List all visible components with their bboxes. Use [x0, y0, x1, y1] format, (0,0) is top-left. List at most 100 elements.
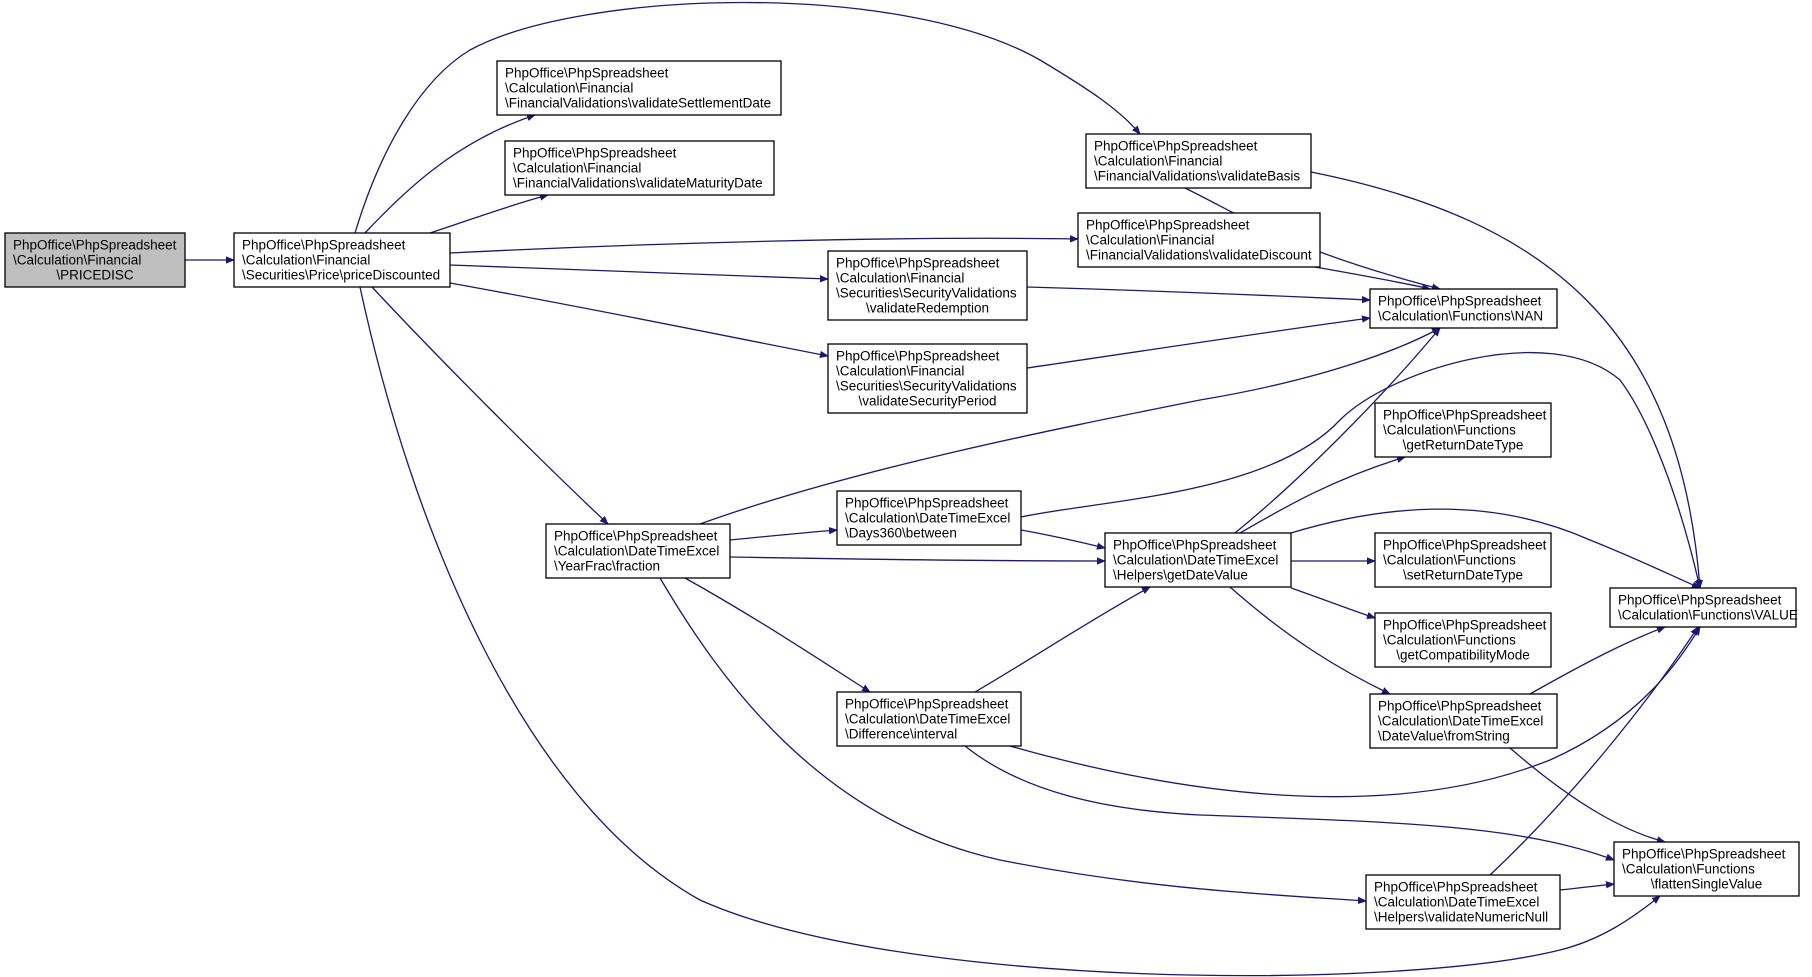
edge-interval-to-value — [1009, 627, 1700, 798]
node-box[interactable] — [836, 490, 1022, 546]
node-label-line: \Difference\interval — [845, 727, 957, 742]
node-priceDiscounted[interactable]: PhpOffice\PhpSpreadsheet\Calculation\Fin… — [233, 232, 451, 288]
node-box[interactable] — [1085, 133, 1312, 189]
node-label-line: \Calculation\DateTimeExcel — [554, 544, 719, 559]
node-label-line: PhpOffice\PhpSpreadsheet — [1086, 218, 1250, 233]
edge-yearFrac-to-validateNumericNull — [659, 577, 1366, 901]
node-box[interactable] — [1374, 402, 1552, 458]
node-validateBasis[interactable]: PhpOffice\PhpSpreadsheet\Calculation\Fin… — [1085, 133, 1312, 189]
node-box[interactable] — [1369, 288, 1558, 329]
node-label-line: \Helpers\getDateValue — [1113, 568, 1248, 583]
node-label-line: PhpOffice\PhpSpreadsheet — [1378, 699, 1542, 714]
node-yearFrac[interactable]: PhpOffice\PhpSpreadsheet\Calculation\Dat… — [545, 523, 731, 579]
edge-validateRedemption-to-nan — [1026, 286, 1370, 300]
node-box[interactable] — [836, 691, 1022, 747]
node-label-line: \Calculation\Functions — [1383, 553, 1516, 568]
node-validateNumericNull[interactable]: PhpOffice\PhpSpreadsheet\Calculation\Dat… — [1365, 874, 1561, 930]
node-label-line: \Calculation\DateTimeExcel — [845, 511, 1010, 526]
node-label-line: \Calculation\Financial — [836, 271, 964, 286]
node-label-line: \Securities\Price\priceDiscounted — [242, 268, 440, 283]
node-label-line: PhpOffice\PhpSpreadsheet — [513, 146, 677, 161]
node-label-line: \FinancialValidations\validateBasis — [1094, 169, 1300, 184]
node-box[interactable] — [1077, 212, 1321, 268]
node-label-line: \Calculation\Functions — [1622, 862, 1755, 877]
node-box[interactable] — [827, 250, 1028, 321]
edge-validateDiscount-to-nan — [1314, 266, 1430, 289]
nodes: PhpOffice\PhpSpreadsheet\Calculation\Fin… — [4, 60, 1800, 930]
edge-getDateValue-to-value — [1290, 508, 1700, 589]
node-setReturnDateType[interactable]: PhpOffice\PhpSpreadsheet\Calculation\Fun… — [1374, 532, 1552, 588]
node-box[interactable] — [1609, 587, 1797, 628]
node-label-line: PhpOffice\PhpSpreadsheet — [1378, 294, 1542, 309]
node-getDateValue[interactable]: PhpOffice\PhpSpreadsheet\Calculation\Dat… — [1104, 532, 1292, 588]
node-box[interactable] — [1369, 693, 1558, 749]
node-validateMaturityDate[interactable]: PhpOffice\PhpSpreadsheet\Calculation\Fin… — [504, 140, 775, 196]
node-label-line: \Calculation\Functions — [1383, 633, 1516, 648]
node-box[interactable] — [1374, 532, 1552, 588]
node-box[interactable] — [1104, 532, 1292, 588]
edge-getDateValue-to-fromString — [1229, 586, 1390, 695]
node-label-line: \FinancialValidations\validateSettlement… — [505, 96, 771, 111]
node-label-line: PhpOffice\PhpSpreadsheet — [1618, 593, 1782, 608]
node-getCompatibilityMode[interactable]: PhpOffice\PhpSpreadsheet\Calculation\Fun… — [1374, 612, 1552, 668]
node-box[interactable] — [496, 60, 782, 116]
node-label-line: \Calculation\DateTimeExcel — [1374, 895, 1539, 910]
node-label-line: \flattenSingleValue — [1651, 877, 1763, 892]
edges — [185, 1, 1700, 977]
node-box[interactable] — [545, 523, 731, 579]
edge-priceDiscounted-to-validateDiscount — [449, 238, 1078, 254]
edge-getDateValue-to-getReturnDateType — [1239, 457, 1405, 534]
node-box[interactable] — [1613, 841, 1800, 897]
node-label-line: \Helpers\validateNumericNull — [1374, 910, 1548, 925]
node-interval[interactable]: PhpOffice\PhpSpreadsheet\Calculation\Dat… — [836, 691, 1022, 747]
edge-priceDiscounted-to-validateRedemption — [449, 264, 828, 279]
node-pricedisc[interactable]: PhpOffice\PhpSpreadsheet\Calculation\Fin… — [4, 232, 186, 288]
node-box[interactable] — [504, 140, 775, 196]
node-label-line: \Calculation\Financial — [13, 253, 141, 268]
node-label-line: PhpOffice\PhpSpreadsheet — [1374, 880, 1538, 895]
node-label-line: \Calculation\Financial — [1094, 154, 1222, 169]
node-label-line: PhpOffice\PhpSpreadsheet — [836, 349, 1000, 364]
node-label-line: \Calculation\Functions\NAN — [1378, 309, 1543, 324]
node-label-line: \validateSecurityPeriod — [858, 394, 996, 409]
node-box[interactable] — [4, 232, 186, 288]
edge-interval-to-getDateValue — [974, 586, 1150, 693]
node-label-line: \Calculation\Functions — [1383, 423, 1516, 438]
node-days360between[interactable]: PhpOffice\PhpSpreadsheet\Calculation\Dat… — [836, 490, 1022, 546]
node-validateSettlementDate[interactable]: PhpOffice\PhpSpreadsheet\Calculation\Fin… — [496, 60, 782, 116]
node-label-line: \getReturnDateType — [1403, 438, 1524, 453]
node-validateDiscount[interactable]: PhpOffice\PhpSpreadsheet\Calculation\Fin… — [1077, 212, 1321, 268]
node-label-line: PhpOffice\PhpSpreadsheet — [845, 496, 1009, 511]
node-label-line: PhpOffice\PhpSpreadsheet — [1113, 538, 1277, 553]
edge-yearFrac-to-days360between — [729, 530, 837, 541]
node-fromString[interactable]: PhpOffice\PhpSpreadsheet\Calculation\Dat… — [1369, 693, 1558, 749]
node-box[interactable] — [1365, 874, 1561, 930]
node-box[interactable] — [827, 343, 1028, 414]
node-getReturnDateType[interactable]: PhpOffice\PhpSpreadsheet\Calculation\Fun… — [1374, 402, 1552, 458]
edge-validateNumericNull-to-value — [1489, 627, 1698, 876]
node-label-line: \Calculation\Financial — [242, 253, 370, 268]
node-label-line: \DateValue\fromString — [1378, 729, 1510, 744]
node-label-line: \Calculation\Financial — [1086, 233, 1214, 248]
node-box[interactable] — [1374, 612, 1552, 668]
node-value[interactable]: PhpOffice\PhpSpreadsheet\Calculation\Fun… — [1609, 587, 1798, 628]
node-label-line: \Securities\SecurityValidations — [836, 379, 1017, 394]
edge-interval-to-flattenSingleValue — [964, 745, 1614, 860]
node-validateRedemption[interactable]: PhpOffice\PhpSpreadsheet\Calculation\Fin… — [827, 250, 1028, 321]
node-nan[interactable]: PhpOffice\PhpSpreadsheet\Calculation\Fun… — [1369, 288, 1558, 329]
node-validateSecurityPeriod[interactable]: PhpOffice\PhpSpreadsheet\Calculation\Fin… — [827, 343, 1028, 414]
edge-days360between-to-value — [1020, 351, 1700, 588]
edge-yearFrac-to-getDateValue — [729, 556, 1105, 561]
node-flattenSingleValue[interactable]: PhpOffice\PhpSpreadsheet\Calculation\Fun… — [1613, 841, 1800, 897]
node-label-line: \getCompatibilityMode — [1396, 648, 1530, 663]
node-box[interactable] — [233, 232, 451, 288]
node-label-line: PhpOffice\PhpSpreadsheet — [845, 697, 1009, 712]
node-label-line: \Calculation\DateTimeExcel — [1378, 714, 1543, 729]
edge-validateBasis-to-value — [1310, 171, 1700, 588]
edge-priceDiscounted-to-yearFrac — [371, 286, 608, 524]
node-label-line: PhpOffice\PhpSpreadsheet — [1383, 408, 1547, 423]
node-label-line: PhpOffice\PhpSpreadsheet — [13, 238, 177, 253]
node-label-line: PhpOffice\PhpSpreadsheet — [1383, 538, 1547, 553]
node-label-line: \YearFrac\fraction — [554, 559, 660, 574]
node-label-line: \FinancialValidations\validateMaturityDa… — [513, 176, 763, 191]
